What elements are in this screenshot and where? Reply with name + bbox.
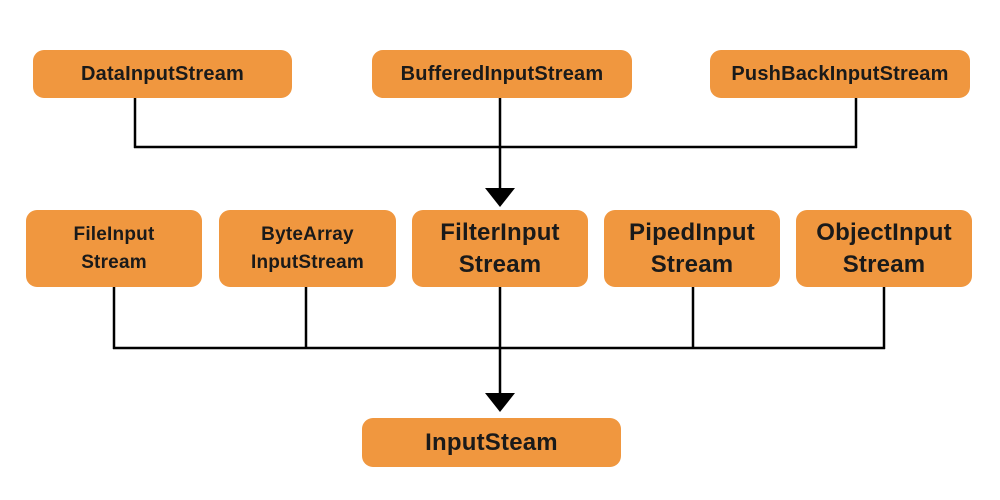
node-push-back-input-stream: PushBackInputStream [710, 50, 970, 98]
node-buffered-input-stream: BufferedInputStream [372, 50, 632, 98]
node-input-steam: InputSteam [362, 418, 621, 467]
node-file-input-stream: FileInput Stream [26, 210, 202, 287]
node-byte-array-input-stream: ByteArray InputStream [219, 210, 396, 287]
node-filter-input-stream: FilterInput Stream [412, 210, 588, 287]
node-object-input-stream: ObjectInput Stream [796, 210, 972, 287]
node-data-input-stream: DataInputStream [33, 50, 292, 98]
node-piped-input-stream: PipedInput Stream [604, 210, 780, 287]
arrow-down-icon-top [485, 188, 515, 207]
arrow-down-icon-bottom [485, 393, 515, 412]
